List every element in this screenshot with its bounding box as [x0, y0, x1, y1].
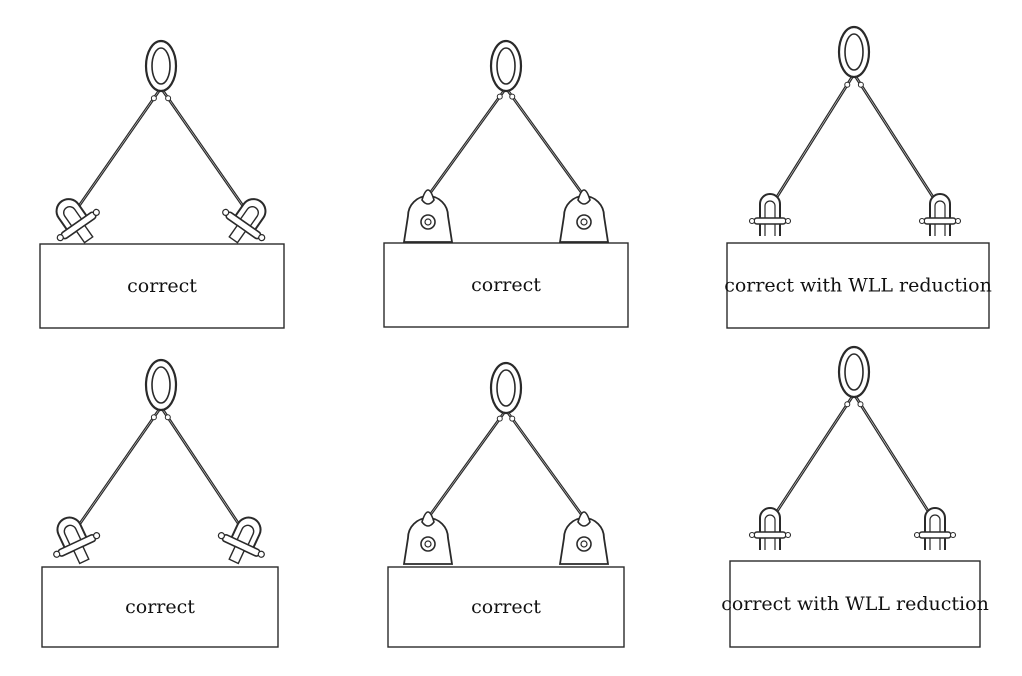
load-box	[387, 566, 625, 648]
panel-label: correct	[471, 596, 541, 618]
load-box	[726, 242, 990, 329]
panel-5: correct	[387, 361, 625, 648]
load-box	[39, 243, 285, 329]
panel-label: correct with WLL reduction	[724, 275, 992, 297]
right-shackle-icon	[918, 193, 962, 236]
left-wire-rope	[426, 409, 506, 519]
right-wire-rope	[852, 393, 935, 523]
left-wire-rope	[768, 393, 854, 523]
master-link-icon	[489, 361, 523, 415]
panel-label: correct	[125, 596, 195, 618]
left-shackle-icon	[748, 507, 792, 550]
left-wire-rope	[70, 87, 161, 217]
panel-label: correct	[471, 274, 541, 296]
master-link-icon	[837, 25, 871, 79]
left-shackle-icon	[748, 193, 792, 236]
panel-6: correct with WLL reduction	[721, 345, 989, 648]
panel-label: correct	[127, 275, 197, 297]
master-link-icon	[837, 345, 871, 399]
right-shackle-icon	[217, 516, 265, 565]
right-lifting-lug-icon	[558, 189, 610, 243]
right-wire-rope	[504, 87, 584, 197]
right-wire-rope	[159, 406, 246, 536]
panel-4: correct	[41, 358, 279, 648]
master-link-icon	[144, 358, 178, 412]
load-box	[383, 242, 629, 328]
panel-2: correct	[383, 39, 629, 328]
left-shackle-icon	[53, 516, 101, 565]
master-link-icon	[144, 39, 178, 93]
right-shackle-icon	[913, 507, 957, 550]
load-box	[41, 566, 279, 648]
right-shackle-icon	[222, 198, 267, 244]
load-box	[729, 560, 981, 648]
left-shackle-icon	[55, 198, 100, 244]
right-wire-rope	[504, 409, 584, 519]
master-link-icon	[489, 39, 523, 93]
panel-3: correct with WLL reduction	[724, 25, 992, 329]
panel-label: correct with WLL reduction	[721, 593, 989, 615]
left-wire-rope	[70, 406, 161, 536]
right-wire-rope	[852, 73, 940, 209]
left-wire-rope	[768, 73, 854, 209]
left-lifting-lug-icon	[402, 511, 454, 565]
right-lifting-lug-icon	[558, 511, 610, 565]
left-lifting-lug-icon	[402, 189, 454, 243]
right-wire-rope	[159, 87, 250, 217]
left-wire-rope	[426, 87, 506, 197]
panel-1: correct	[39, 39, 285, 329]
